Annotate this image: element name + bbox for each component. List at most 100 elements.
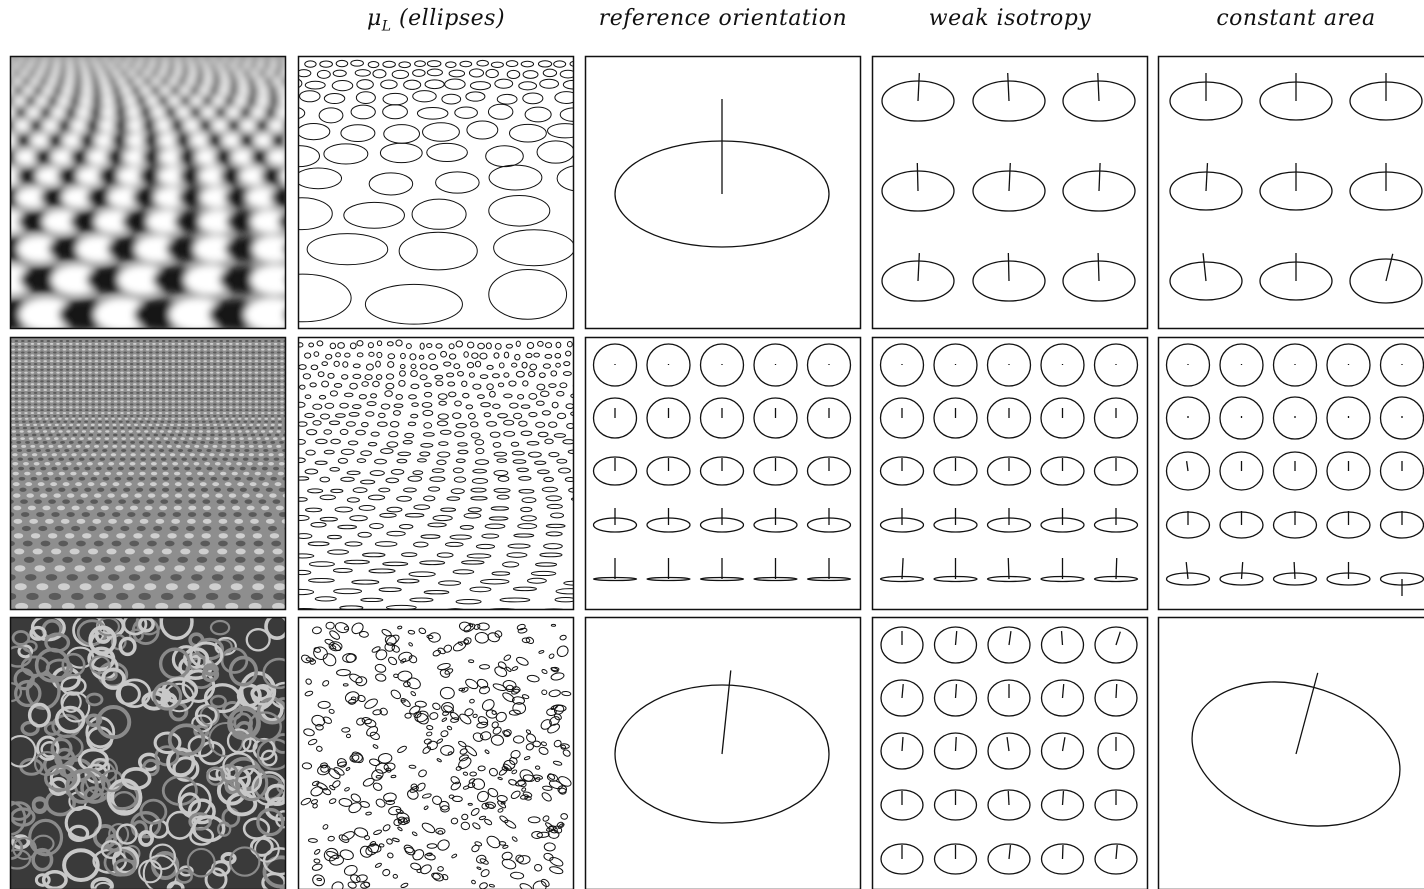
- panel-r3-c5: [1176, 645, 1420, 848]
- mu-ellipse: [338, 458, 347, 463]
- mu-ellipse: [437, 758, 442, 762]
- mu-ellipse: [425, 80, 444, 89]
- mu-ellipse: [393, 411, 400, 416]
- mu-ellipse: [394, 404, 403, 408]
- mu-ellipse: [397, 579, 419, 583]
- mu-ellipse: [513, 460, 526, 464]
- mu-ellipse: [379, 488, 390, 492]
- mu-ellipse: [512, 363, 517, 367]
- mu-ellipse: [529, 452, 542, 457]
- area-glyph: [1260, 253, 1332, 300]
- weak-glyph: [934, 508, 977, 532]
- mu-ellipse: [357, 353, 363, 357]
- area-glyph: [1381, 344, 1424, 386]
- panel-r2-c2: [287, 340, 590, 622]
- reference-glyph: [754, 344, 797, 386]
- weak-glyph: [988, 508, 1031, 532]
- weak-glyph: [988, 627, 1030, 663]
- mu-ellipse: [492, 374, 499, 378]
- panel-frame-r3-c3: [586, 618, 861, 889]
- mu-ellipse: [411, 364, 416, 368]
- mu-ellipse: [299, 365, 306, 370]
- mu-ellipse: [319, 395, 325, 399]
- weak-glyph: [1042, 733, 1084, 769]
- mu-ellipse: [314, 352, 319, 357]
- mu-ellipse: [545, 439, 553, 444]
- mu-ellipse: [504, 394, 512, 398]
- mu-ellipse: [424, 433, 435, 437]
- mu-ellipse: [293, 570, 311, 574]
- mu-ellipse: [375, 542, 397, 547]
- mu-ellipse: [448, 382, 455, 386]
- mu-ellipse: [491, 710, 496, 715]
- mu-ellipse: [535, 461, 546, 464]
- mu-ellipse: [436, 838, 451, 852]
- mu-ellipse: [491, 734, 504, 745]
- mu-ellipse: [368, 443, 377, 446]
- weak-glyph: [882, 73, 954, 121]
- panel-r1-c3: [615, 99, 829, 247]
- mu-ellipse: [428, 633, 440, 643]
- mu-ellipse: [366, 364, 373, 370]
- mu-ellipse: [560, 383, 567, 388]
- weak-glyph: [881, 733, 923, 769]
- mu-ellipse: [366, 812, 372, 815]
- mu-ellipse: [492, 572, 510, 575]
- mu-ellipse: [503, 562, 519, 567]
- mu-ellipse: [308, 489, 323, 493]
- mu-ellipse: [537, 141, 574, 163]
- mu-ellipse: [424, 496, 435, 501]
- mu-ellipse: [437, 553, 453, 557]
- mu-ellipse: [545, 343, 551, 348]
- mu-ellipse: [374, 663, 386, 673]
- mu-ellipse: [514, 534, 534, 537]
- mu-ellipse: [502, 730, 511, 737]
- mu-ellipse: [510, 403, 519, 408]
- mu-ellipse: [333, 70, 346, 76]
- mu-ellipse: [368, 62, 379, 68]
- mu-ellipse: [472, 479, 487, 484]
- area-glyph: [1260, 163, 1332, 210]
- mu-ellipse: [423, 123, 460, 142]
- mu-ellipse: [464, 513, 481, 518]
- mu-ellipse: [424, 853, 436, 861]
- mu-ellipse: [573, 434, 584, 438]
- mu-ellipse: [533, 741, 541, 747]
- weak-glyph: [988, 844, 1030, 874]
- mu-ellipse: [326, 622, 334, 629]
- panel-r2-c4: [881, 344, 1138, 582]
- mu-ellipse: [524, 756, 530, 760]
- mu-ellipse: [540, 553, 562, 557]
- mu-ellipse: [491, 507, 508, 510]
- mu-ellipse: [551, 513, 564, 518]
- mu-ellipse: [342, 375, 348, 379]
- mu-ellipse: [396, 809, 404, 815]
- mu-ellipse: [361, 598, 383, 601]
- reference-glyph: [594, 558, 637, 581]
- mu-ellipse: [480, 375, 487, 379]
- mu-ellipse: [469, 69, 483, 77]
- area-glyph: [1220, 397, 1263, 439]
- mu-ellipse: [351, 60, 364, 66]
- mu-ellipse: [449, 392, 456, 397]
- mu-ellipse: [326, 354, 332, 359]
- mu-ellipse: [344, 787, 350, 792]
- mu-ellipse: [559, 788, 567, 795]
- weak-glyph: [1095, 790, 1137, 820]
- mu-ellipse: [487, 384, 494, 390]
- mu-ellipse: [381, 449, 393, 454]
- mu-ellipse: [370, 471, 384, 476]
- mu-ellipse: [333, 568, 352, 572]
- mu-ellipse: [428, 523, 446, 527]
- mu-ellipse: [463, 772, 468, 776]
- weak-glyph: [882, 253, 954, 301]
- mu-ellipse: [336, 669, 350, 675]
- mu-ellipse: [463, 393, 469, 397]
- mu-ellipse: [523, 381, 528, 386]
- mu-ellipse: [322, 381, 329, 387]
- mu-ellipse: [473, 714, 478, 718]
- mu-ellipse: [361, 717, 371, 725]
- weak-glyph: [1095, 558, 1138, 581]
- mu-ellipse: [352, 405, 361, 409]
- mu-ellipse: [442, 94, 461, 104]
